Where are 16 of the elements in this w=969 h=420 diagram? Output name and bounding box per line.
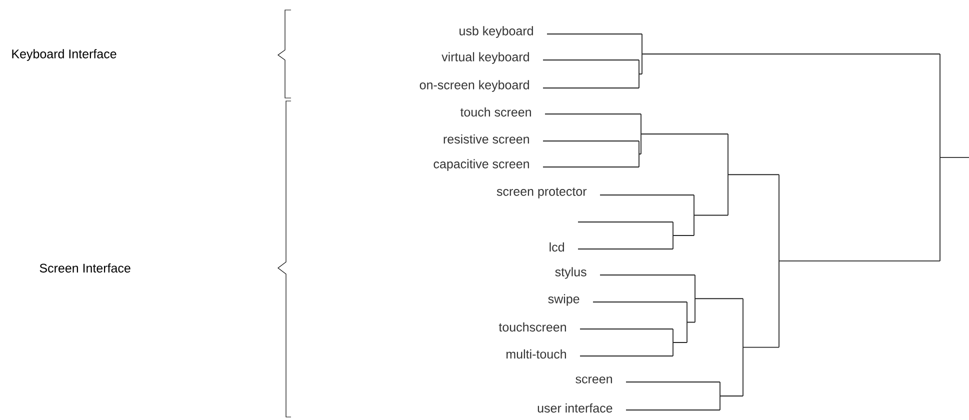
- leaf-label: touchscreen: [498, 322, 566, 332]
- leaf-label: usb keyboard: [460, 26, 533, 38]
- leaf-label: virtual keyboard: [442, 52, 529, 64]
- group-label: Screen Interface: [40, 263, 130, 273]
- leaf-label: swipe: [548, 294, 580, 306]
- leaf-label: resistive screen: [444, 134, 529, 144]
- leaf-label: stylus: [555, 267, 586, 279]
- group-label: Keyboard Interface: [12, 49, 116, 61]
- leaf-label: lcd: [550, 242, 564, 252]
- leaf-label: capacitive screen: [434, 159, 529, 171]
- leaf-label: screen protector: [496, 188, 587, 198]
- leaf-label: user interface: [538, 403, 612, 413]
- leaf-label: on-screen keyboard: [420, 80, 529, 92]
- leaf-label: touch screen: [460, 107, 531, 117]
- leaf-label: screen: [576, 376, 612, 384]
- leaf-label: multi-touch: [506, 349, 566, 359]
